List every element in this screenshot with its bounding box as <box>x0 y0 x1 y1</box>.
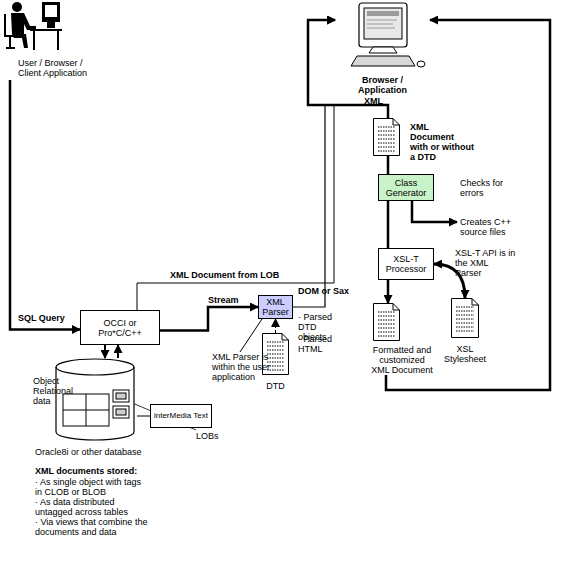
node-text: OCCI or Pro*C/C++ <box>95 318 145 338</box>
database-cylinder <box>55 358 135 442</box>
note-text: XML documents stored: <box>35 466 165 476</box>
process-box: interMedia Text <box>150 404 212 428</box>
connector <box>117 345 119 358</box>
edge-label: Stream <box>208 295 248 305</box>
annotation: XSL-T API is in the XML Parser <box>455 248 517 278</box>
document-node: Formatted and customized XML Document <box>373 303 400 375</box>
annotation: Checks for errors <box>460 178 515 198</box>
process-box: Class Generator <box>378 174 434 201</box>
connector <box>387 280 390 303</box>
edge-label: SQL Query <box>18 313 78 323</box>
node-text: XML Parser <box>261 297 290 317</box>
connector <box>104 345 106 358</box>
node-text: XSL Stylesheet <box>437 344 493 364</box>
database-node: Oracle8i or other database <box>35 358 137 462</box>
node-text: User / Browser / Client Application <box>18 58 100 78</box>
annotation: · Parsed HTML <box>298 334 358 354</box>
computer-illustration <box>335 0 430 72</box>
node-text: Oracle8i or other database <box>35 447 153 457</box>
connector <box>293 20 335 307</box>
edge-label: DOM or Sax <box>298 286 358 296</box>
node-text: XSL-T Processor <box>385 254 427 274</box>
document-icon <box>451 298 479 338</box>
node-text: Formatted and customized XML Document <box>369 345 435 375</box>
node-text: Class Generator <box>385 178 427 198</box>
edge-label: XML Document from LOB <box>170 270 280 280</box>
edge-label: XML <box>364 96 384 106</box>
note-text: · As data distributed untagged across ta… <box>35 497 150 517</box>
document-icon <box>373 118 400 156</box>
connector <box>387 156 390 174</box>
note-text: · As single object with tags in CLOB or … <box>35 477 150 497</box>
connector <box>10 80 80 330</box>
annotation: XML Parser is within the user applicatio… <box>212 352 278 382</box>
annotation: LOBs <box>196 431 236 441</box>
output-arrow <box>412 201 457 222</box>
process-box: XML Parser <box>258 295 293 319</box>
connector <box>137 416 150 417</box>
node-text: interMedia Text <box>154 411 208 421</box>
connector <box>137 20 335 310</box>
connector <box>387 201 390 248</box>
process-box: OCCI or Pro*C/C++ <box>80 310 160 345</box>
node-text: XML Document with or without a DTD <box>410 122 474 162</box>
process-box: XSL-T Processor <box>378 248 434 280</box>
node-text: DTD <box>252 381 299 391</box>
user-node: User / Browser / Client Application <box>0 0 100 80</box>
annotation: Creates C++ source files <box>460 217 520 237</box>
note-text: · Via views that combine the documents a… <box>35 517 150 537</box>
document-icon <box>373 303 400 341</box>
leader-line <box>240 319 262 352</box>
node-text: Browser / Application <box>345 75 420 95</box>
annotation: Object Relational data <box>33 376 77 406</box>
document-node: XSL Stylesheet <box>451 298 479 338</box>
connector <box>275 319 276 333</box>
user-illustration <box>0 0 100 56</box>
application-node: Browser / Application <box>335 0 430 98</box>
document-node: XML Document with or without a DTD <box>373 118 400 156</box>
connector <box>386 20 550 390</box>
connector <box>160 307 258 331</box>
